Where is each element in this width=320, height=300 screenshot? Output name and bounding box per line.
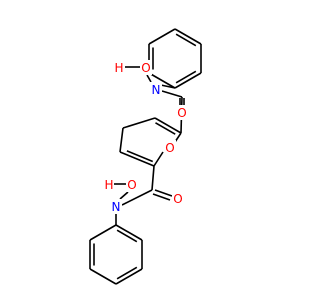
bond-furan <box>153 151 164 167</box>
bond-n-o-bottom <box>119 191 129 200</box>
bond-inner <box>116 266 138 280</box>
bg <box>150 82 162 97</box>
atom-H_hydroxyl_bottom: H <box>104 178 113 192</box>
bond-amide-bottom <box>121 189 153 206</box>
bg <box>126 177 138 192</box>
bond-furan <box>119 127 124 153</box>
bg <box>113 60 124 75</box>
bg <box>172 191 184 206</box>
atom-O_carbonyl_bottom: O <box>173 192 182 206</box>
molecule-diagram: N O H O O O H O N <box>89 28 202 285</box>
atom-O_ring: O <box>165 141 174 155</box>
bond-carbonyl-bottom <box>154 189 173 197</box>
bg <box>164 140 176 155</box>
bond-inner <box>175 70 197 84</box>
bond-phenyl-bottom <box>115 268 143 285</box>
atom-O_hydroxyl_top: O <box>141 61 150 75</box>
bond-phenyl-bottom <box>89 224 117 241</box>
bond-phenyl-top <box>174 72 202 89</box>
bond-phenyl-bottom <box>89 268 117 285</box>
bond-inner <box>116 229 138 243</box>
bond-phenyl-top <box>148 28 176 45</box>
bond-amide-top <box>161 90 183 98</box>
bond-amide-bottom <box>151 165 155 191</box>
bg <box>103 177 114 192</box>
atom-H_hydroxyl_top: H <box>114 61 123 75</box>
atom-O_carbonyl_top: O <box>177 106 186 120</box>
bg <box>110 199 122 214</box>
bond-inner <box>155 122 176 135</box>
bond-n-o-top <box>146 74 152 83</box>
bond-inner <box>126 150 154 163</box>
bond-furan <box>154 117 182 134</box>
bg <box>140 60 152 75</box>
bond-phenyl-bottom <box>115 224 143 241</box>
atom-N_bottom: N <box>112 200 121 214</box>
atom-N_top: N <box>152 83 161 97</box>
bond-furan <box>122 117 156 129</box>
bonds <box>89 28 202 285</box>
bond-inner <box>175 33 197 47</box>
atom-O_hydroxyl_bottom: O <box>127 178 136 192</box>
bond-phenyl-top <box>174 28 202 45</box>
atom-labels: N O H O O O H O N <box>103 60 188 214</box>
bond-furan <box>119 151 155 167</box>
bond-phenyl-top <box>148 72 176 89</box>
bg <box>176 105 188 120</box>
bond-carbonyl-bottom <box>152 193 171 201</box>
